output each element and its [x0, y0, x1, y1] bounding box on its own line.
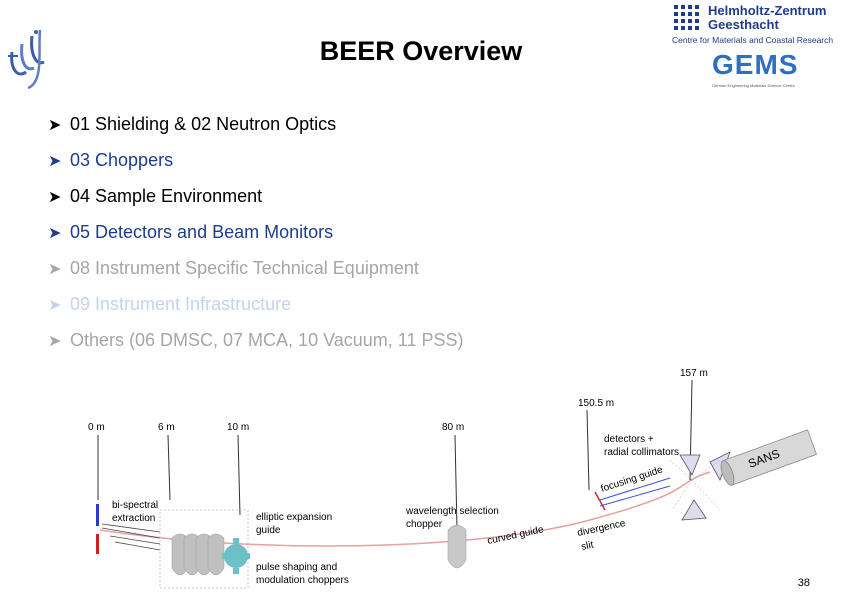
- hzg-subtitle: Centre for Materials and Coastal Researc…: [672, 35, 834, 45]
- bullet-item: ➤ Others (06 DMSC, 07 MCA, 10 Vacuum, 11 …: [48, 330, 463, 351]
- institute-logo-icon: [8, 29, 45, 90]
- label-elliptic: elliptic expansion: [256, 512, 332, 523]
- bullet-item: ➤ 09 Instrument Infrastructure: [48, 294, 291, 315]
- label-detectors: detectors +: [604, 434, 654, 445]
- label-pulse-shaping: pulse shaping and: [256, 562, 337, 573]
- bullet-text: 01 Shielding & 02 Neutron Optics: [70, 114, 337, 134]
- bullet-item: ➤ 03 Choppers: [48, 150, 173, 171]
- hzg-name-line2: Geesthacht: [708, 17, 779, 32]
- bullet-text: 04 Sample Environment: [70, 186, 263, 206]
- arrow-bullet-icon: ➤: [48, 225, 62, 242]
- distance-label-10m: 10 m: [227, 422, 249, 433]
- label-collimators: radial collimators: [604, 447, 679, 458]
- distance-label-6m: 6 m: [158, 422, 175, 433]
- bullet-text: Others (06 DMSC, 07 MCA, 10 Vacuum, 11 P…: [70, 330, 464, 350]
- bullet-item: ➤ 05 Detectors and Beam Monitors: [48, 222, 333, 243]
- arrow-bullet-icon: ➤: [48, 117, 62, 134]
- arrow-bullet-icon: ➤: [48, 189, 62, 206]
- label-wavelength: wavelength selection: [405, 506, 499, 517]
- page-number: 38: [797, 577, 810, 589]
- bullet-text: 09 Instrument Infrastructure: [70, 294, 292, 314]
- beam-line: [99, 471, 711, 547]
- label-slit: slit: [580, 540, 594, 553]
- distance-label-150m: 150.5 m: [578, 398, 614, 409]
- label-curved-guide: curved guide: [486, 524, 545, 547]
- modulation-chopper-gear-icon: [222, 538, 250, 574]
- label-modulation: modulation choppers: [256, 575, 349, 586]
- divergence-slit: [594, 491, 606, 511]
- bullet-item: ➤ 08 Instrument Specific Technical Equipm…: [48, 258, 419, 279]
- distance-label-80m: 80 m: [442, 422, 464, 433]
- focusing-guide: [599, 477, 671, 507]
- arrow-bullet-icon: ➤: [48, 261, 62, 278]
- page-title: BEER Overview: [319, 36, 523, 66]
- elliptic-guide-box: [159, 509, 249, 589]
- instrument-layout-diagram: 0 m 6 m 10 m 80 m 150.5 m 157 m bi-spect…: [88, 368, 817, 589]
- bullet-item: ➤ 04 Sample Environment: [48, 186, 262, 207]
- distance-label-157m: 157 m: [680, 368, 708, 379]
- collimator-lines: [669, 459, 721, 511]
- bullet-item: ➤ 01 Shielding & 02 Neutron Optics: [48, 114, 336, 135]
- gems-logo-text: GEMS: [712, 49, 799, 80]
- bullet-text: 08 Instrument Specific Technical Equipme…: [70, 258, 419, 278]
- distance-label-0m: 0 m: [88, 422, 105, 433]
- gems-subtitle: German Engineering Materials Science Cen…: [712, 83, 795, 88]
- label-wavelength-chopper: chopper: [406, 519, 443, 530]
- extraction-guides: [101, 523, 161, 551]
- hzg-name-line1: Helmholtz-Zentrum: [708, 3, 827, 18]
- wavelength-chopper: [447, 524, 467, 569]
- marker-6m: [167, 434, 171, 501]
- arrow-bullet-icon: ➤: [48, 333, 62, 350]
- label-bispectral: bi-spectral: [112, 500, 158, 511]
- hzg-gems-logo: Helmholtz-Zentrum Geesthacht Centre for …: [672, 3, 842, 93]
- extraction-blue-mark: [96, 504, 99, 526]
- pulse-choppers: [171, 533, 225, 576]
- extraction-red-mark: [96, 534, 99, 554]
- bullet-text: 05 Detectors and Beam Monitors: [70, 222, 334, 242]
- marker-10m: [237, 434, 241, 516]
- arrow-bullet-icon: ➤: [48, 153, 62, 170]
- marker-80m: [454, 434, 458, 531]
- arrow-bullet-icon: ➤: [48, 297, 62, 314]
- bullet-text: 03 Choppers: [70, 150, 174, 170]
- label-extraction: extraction: [112, 513, 155, 524]
- label-elliptic-guide: guide: [256, 525, 281, 536]
- hzg-dots-icon: [674, 5, 699, 30]
- marker-150m: [586, 409, 590, 491]
- sans-detector-tube: [720, 429, 817, 486]
